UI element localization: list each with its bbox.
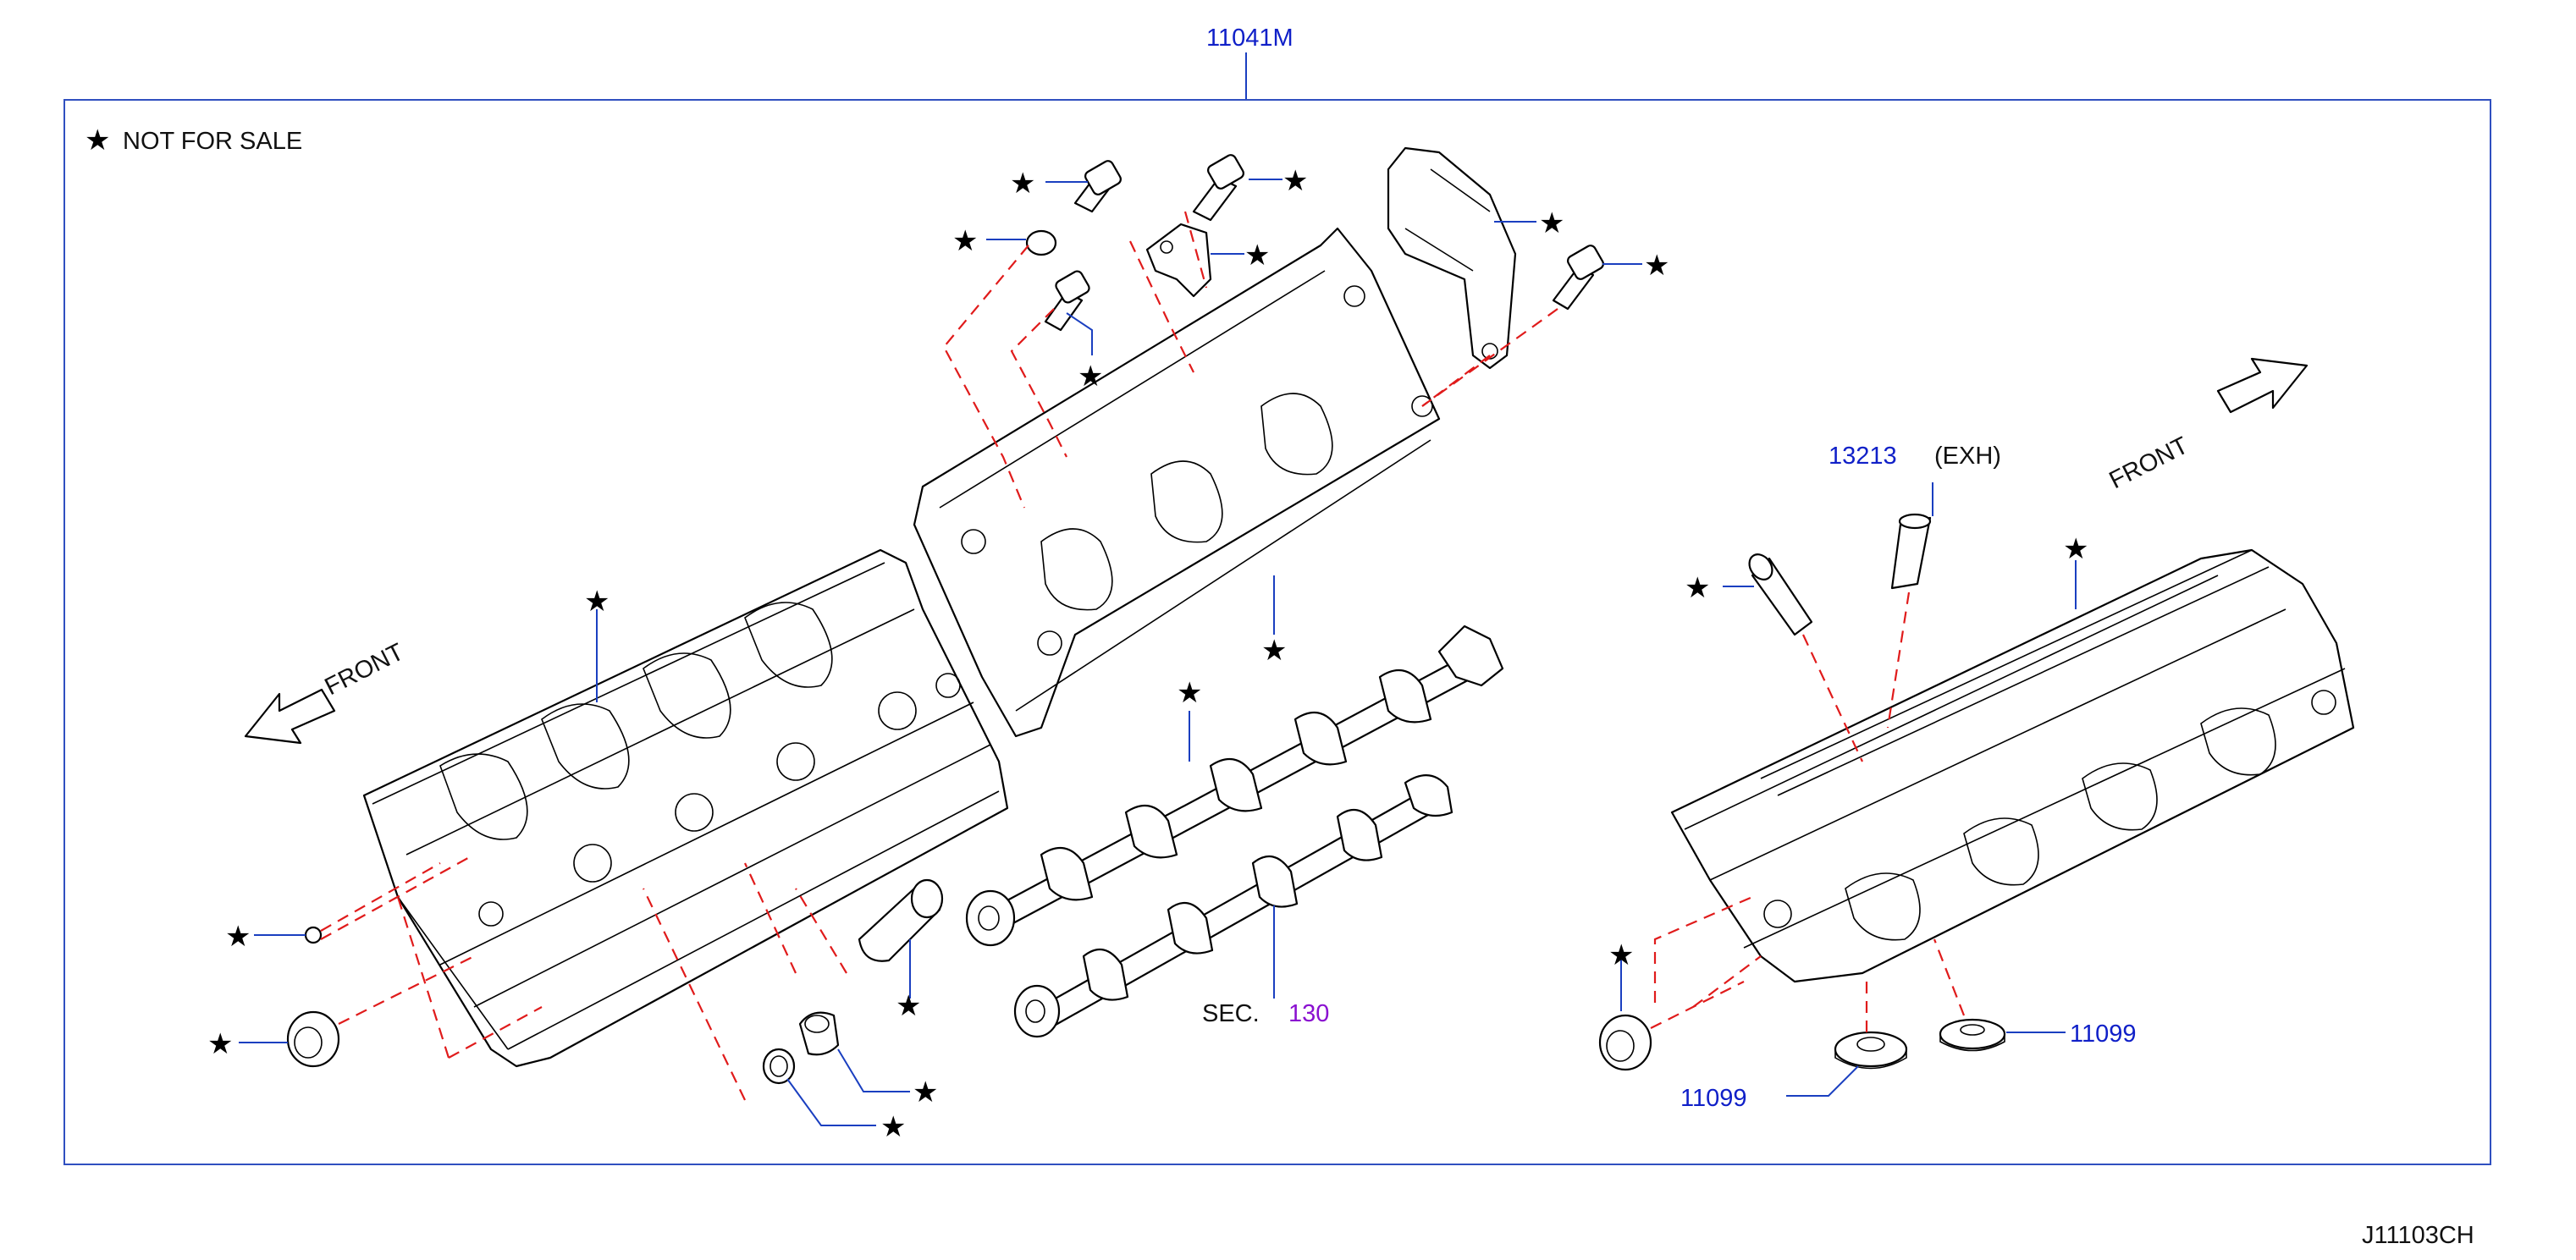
bolt-middle[interactable] bbox=[1044, 269, 1091, 332]
front-label-left: FRONT bbox=[321, 638, 409, 701]
plug-bottom[interactable] bbox=[798, 1011, 840, 1056]
cylinder-head-right[interactable] bbox=[1670, 548, 2355, 983]
front-arrow-left-icon bbox=[244, 688, 336, 745]
star-icon: ★ bbox=[1078, 360, 1103, 393]
cylinder-head-left[interactable] bbox=[362, 548, 1009, 1068]
exhaust-part-number[interactable]: 13213 bbox=[1829, 443, 1897, 470]
bracket-clip[interactable] bbox=[1145, 223, 1212, 298]
star-icon: ★ bbox=[1261, 635, 1287, 667]
bolt-top-right[interactable] bbox=[1192, 153, 1245, 222]
valve-seal-right[interactable] bbox=[1939, 1018, 2006, 1052]
seal-plug-right[interactable] bbox=[1598, 1014, 1652, 1071]
exhaust-dowel[interactable] bbox=[1890, 513, 1932, 590]
bolt-top-left[interactable] bbox=[1073, 159, 1123, 213]
ball-plug[interactable] bbox=[304, 926, 323, 944]
star-icon: ★ bbox=[1010, 168, 1035, 200]
legend: ★ NOT FOR SALE bbox=[85, 124, 302, 157]
star-icon: ★ bbox=[1282, 165, 1308, 197]
star-icon: ★ bbox=[1539, 207, 1564, 239]
legend-text: NOT FOR SALE bbox=[123, 128, 302, 155]
valve-seal-bottom[interactable] bbox=[1834, 1031, 1908, 1070]
star-icon: ★ bbox=[85, 124, 110, 157]
front-label-right: FRONT bbox=[2105, 432, 2193, 494]
seal-part-number-right[interactable]: 11099 bbox=[2070, 1021, 2137, 1048]
exhaust-suffix: (EXH) bbox=[1934, 443, 2001, 470]
front-arrow-right-icon bbox=[2216, 357, 2308, 414]
camshaft-upper[interactable] bbox=[965, 624, 1504, 947]
star-icon: ★ bbox=[207, 1028, 233, 1060]
star-icon: ★ bbox=[1608, 939, 1634, 971]
assembly-part-number[interactable]: 11041M bbox=[1206, 25, 1294, 52]
seal-part-number-bottom[interactable]: 11099 bbox=[1680, 1085, 1747, 1112]
star-icon: ★ bbox=[1177, 677, 1202, 709]
star-icon: ★ bbox=[880, 1111, 906, 1143]
star-icon: ★ bbox=[2063, 533, 2088, 565]
section-number-link[interactable]: 130 bbox=[1288, 1000, 1329, 1027]
star-icon: ★ bbox=[584, 586, 610, 618]
drawing-code: J11103CH bbox=[2362, 1222, 2474, 1249]
star-icon: ★ bbox=[896, 990, 921, 1022]
tube-sleeve[interactable] bbox=[858, 878, 944, 962]
camshaft-bracket[interactable] bbox=[913, 227, 1441, 738]
star-icon: ★ bbox=[913, 1076, 938, 1109]
washer[interactable] bbox=[1025, 229, 1057, 256]
timing-cover[interactable] bbox=[1387, 146, 1517, 370]
star-icon: ★ bbox=[1685, 572, 1710, 604]
o-ring-bottom[interactable] bbox=[762, 1048, 796, 1085]
section-prefix: SEC. bbox=[1202, 1000, 1260, 1027]
camshaft-lower[interactable] bbox=[1013, 774, 1453, 1038]
star-icon: ★ bbox=[1244, 239, 1270, 272]
star-icon: ★ bbox=[952, 225, 978, 257]
diagram-frame bbox=[63, 99, 2491, 1165]
star-icon: ★ bbox=[1644, 250, 1669, 282]
star-icon: ★ bbox=[225, 921, 251, 953]
bolt-far-right[interactable] bbox=[1552, 244, 1605, 311]
intake-dowel[interactable] bbox=[1745, 550, 1813, 636]
seal-plug-left[interactable] bbox=[286, 1010, 340, 1068]
